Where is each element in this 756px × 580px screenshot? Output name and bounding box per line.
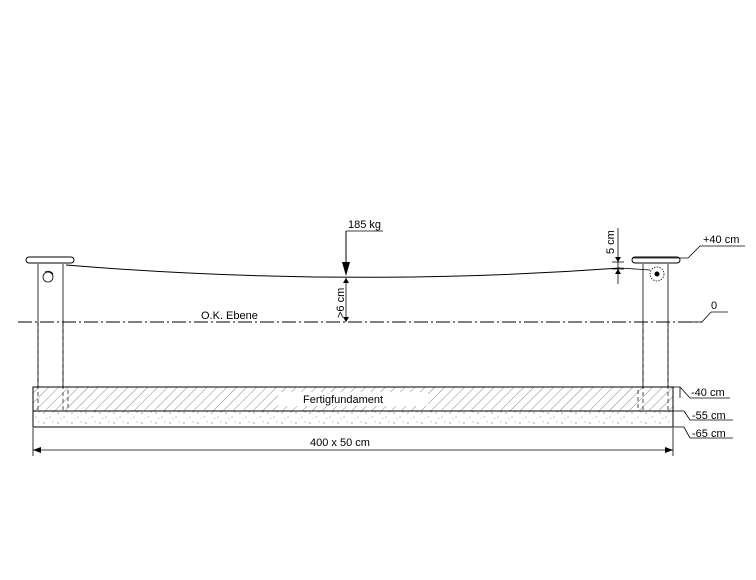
level-marker-foundation-bottom bbox=[673, 410, 733, 421]
load-arrow bbox=[342, 230, 383, 276]
level-marker-foundation-top bbox=[673, 386, 730, 399]
right-top-plate bbox=[631, 256, 681, 264]
level-zero-label: 0 bbox=[711, 300, 717, 312]
overall-dimension bbox=[32, 428, 674, 456]
level-foundation-top-label: -40 cm bbox=[691, 387, 725, 399]
load-label: 185 kg bbox=[348, 219, 381, 231]
level-marker-top bbox=[632, 245, 745, 259]
level-top-label: +40 cm bbox=[703, 234, 739, 246]
level-base-bottom-label: -65 cm bbox=[692, 428, 726, 440]
clearance-dimension bbox=[343, 278, 349, 322]
foundation-label: Fertigfundament bbox=[303, 394, 383, 406]
left-top-plate bbox=[25, 256, 75, 264]
dimension-label: 400 x 50 cm bbox=[310, 437, 370, 449]
sag-label: 5 cm bbox=[605, 230, 617, 254]
ground-level-label: O.K. Ebene bbox=[201, 310, 258, 322]
gravel-base bbox=[32, 410, 674, 428]
clearance-label: >6 cm bbox=[335, 288, 347, 318]
level-marker-zero bbox=[690, 311, 728, 323]
level-foundation-bottom-label: -55 cm bbox=[692, 410, 726, 422]
sag-dimension bbox=[612, 228, 624, 284]
left-tensioner-icon bbox=[42, 270, 54, 283]
level-marker-base-bottom bbox=[673, 426, 733, 439]
right-ratchet-icon bbox=[649, 266, 665, 282]
slackline-rope bbox=[65, 264, 621, 278]
